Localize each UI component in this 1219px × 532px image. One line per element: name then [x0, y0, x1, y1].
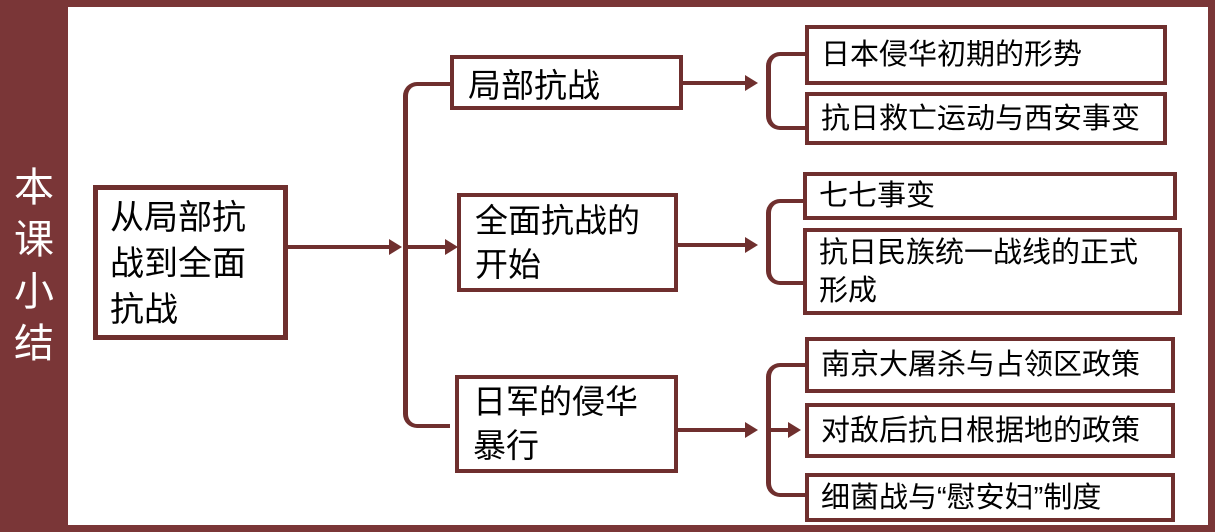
node-leaf-3-3: 细菌战与“慰安妇”制度	[805, 473, 1175, 522]
node-branch-3: 日军的侵华 暴行	[455, 375, 678, 473]
node-leaf-1-1: 日本侵华初期的形势	[805, 25, 1167, 85]
arrowhead-root-icon	[389, 239, 402, 255]
node-branch-2: 全面抗战的 开始	[457, 193, 678, 292]
arrowhead-branch-2-icon	[445, 239, 458, 255]
node-leaf-2-1: 七七事变	[803, 172, 1177, 220]
bracket-group-3	[766, 363, 805, 497]
bracket-group-2	[766, 199, 803, 285]
connector-group-3-middle	[771, 428, 789, 432]
node-leaf-3-1: 南京大屠杀与占领区政策	[805, 337, 1175, 393]
sidebar-title: 本课小结	[14, 166, 54, 366]
node-leaf-3-2: 对敌后抗日根据地的政策	[805, 403, 1175, 458]
bracket-group-1	[766, 52, 805, 130]
node-leaf-1-2: 抗日救亡运动与西安事变	[805, 92, 1167, 145]
connector-root-to-trunk	[288, 245, 390, 249]
connector-branch-3	[678, 428, 746, 432]
sidebar: 本课小结	[0, 0, 68, 532]
arrowhead-group-3-icon	[745, 422, 758, 438]
node-leaf-2-2: 抗日民族统一战线的正式 形成	[803, 228, 1182, 315]
connector-branch-2	[678, 243, 746, 247]
connector-trunk-to-branch-2	[408, 245, 446, 249]
connector-branch-1	[683, 81, 746, 85]
node-root: 从局部抗 战到全面 抗战	[93, 185, 288, 340]
arrowhead-group-3-middle-icon	[788, 422, 801, 438]
arrowhead-group-2-icon	[745, 237, 758, 253]
node-branch-1: 局部抗战	[450, 55, 683, 110]
arrowhead-group-1-icon	[745, 75, 758, 91]
trunk-bracket	[403, 82, 450, 428]
